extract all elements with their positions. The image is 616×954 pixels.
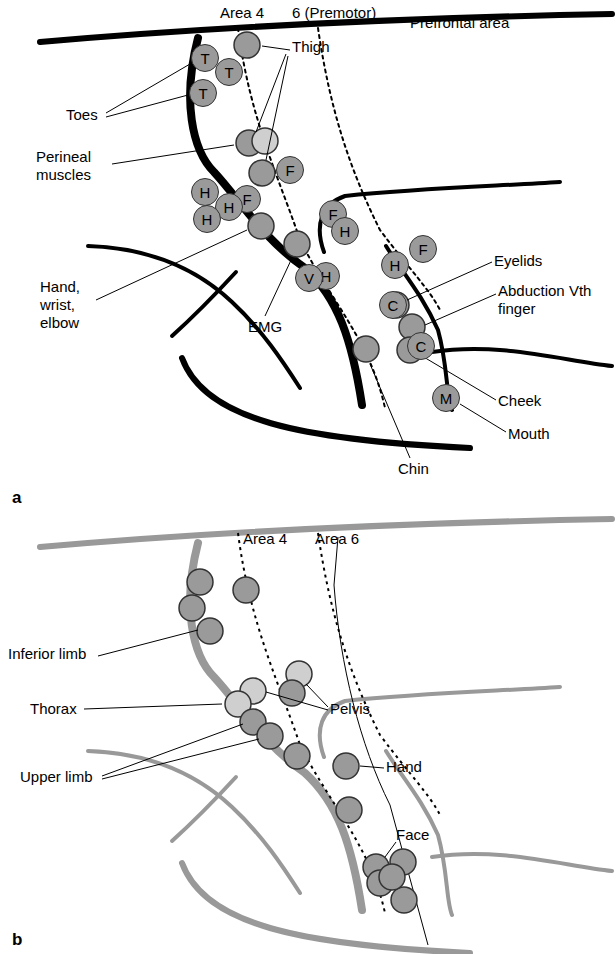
stimulation-site <box>379 864 405 890</box>
site-letter: F <box>242 192 251 207</box>
stimulation-site <box>248 213 274 239</box>
stimulation-site <box>197 618 223 644</box>
region-label: Upper limb <box>20 768 93 786</box>
site-circle: F <box>276 156 304 184</box>
stimulation-site <box>233 577 259 603</box>
site-circle: C <box>407 332 435 360</box>
site-letter: C <box>416 339 427 354</box>
site-letter: H <box>202 212 213 227</box>
region-label: Eyelids <box>494 252 542 270</box>
stimulation-site <box>179 595 205 621</box>
site-letter: M <box>440 391 453 406</box>
site-letter: H <box>200 185 211 200</box>
brain-sulci <box>40 519 612 953</box>
site-letter: H <box>390 258 401 273</box>
site-letter: T <box>200 51 209 66</box>
leader-lines <box>84 46 506 857</box>
stimulation-sites <box>179 32 425 913</box>
site-letter: V <box>304 271 314 286</box>
site-circle: T <box>215 58 243 86</box>
site-circle: V <box>295 264 323 292</box>
panel-letter: b <box>12 930 22 950</box>
stimulation-site <box>353 336 379 362</box>
region-label: Cheek <box>498 392 541 410</box>
site-circle: H <box>381 251 409 279</box>
site-circle: T <box>189 79 217 107</box>
region-label: Inferior limb <box>8 645 86 663</box>
site-letter: T <box>198 86 207 101</box>
region-label: Prefrontal area <box>410 14 509 32</box>
region-label: Toes <box>66 106 98 124</box>
region-label: Area 4 <box>243 530 287 548</box>
region-label: Chin <box>398 460 429 478</box>
region-label: 6 (Premotor) <box>292 4 376 22</box>
region-label: Pelvis <box>330 700 370 718</box>
site-circle: H <box>331 217 359 245</box>
region-label: EMG <box>248 318 282 336</box>
site-letter: H <box>340 224 351 239</box>
stimulation-site <box>336 797 362 823</box>
site-circle: H <box>193 205 221 233</box>
brain-sulci <box>40 14 612 448</box>
site-circle: C <box>379 291 407 319</box>
panel-letter: a <box>12 488 21 508</box>
region-label: Abduction Vth finger <box>498 282 594 318</box>
stimulation-site <box>284 231 310 257</box>
region-label: Hand, wrist, elbow <box>40 278 98 332</box>
region-label: Thorax <box>30 700 77 718</box>
site-letter: F <box>418 242 427 257</box>
site-letter: F <box>285 163 294 178</box>
site-letter: T <box>224 65 233 80</box>
site-circle: F <box>409 235 437 263</box>
region-label: Hand <box>386 758 422 776</box>
stimulation-site <box>249 160 275 186</box>
stimulation-site <box>391 887 417 913</box>
region-label: Area 6 <box>315 530 359 548</box>
stimulation-site <box>234 32 260 58</box>
stimulation-site <box>257 723 283 749</box>
region-label: Perineal muscles <box>36 148 114 184</box>
area-borders <box>238 533 440 945</box>
site-letter: H <box>224 200 235 215</box>
region-label: Area 4 <box>220 4 264 22</box>
site-circle: M <box>432 384 460 412</box>
region-label: Mouth <box>508 425 550 443</box>
region-label: Thigh <box>292 38 330 56</box>
stimulation-site <box>284 743 310 769</box>
region-label: Face <box>396 826 429 844</box>
site-letter: C <box>388 298 399 313</box>
stimulation-site <box>187 569 213 595</box>
stimulation-site <box>333 753 359 779</box>
